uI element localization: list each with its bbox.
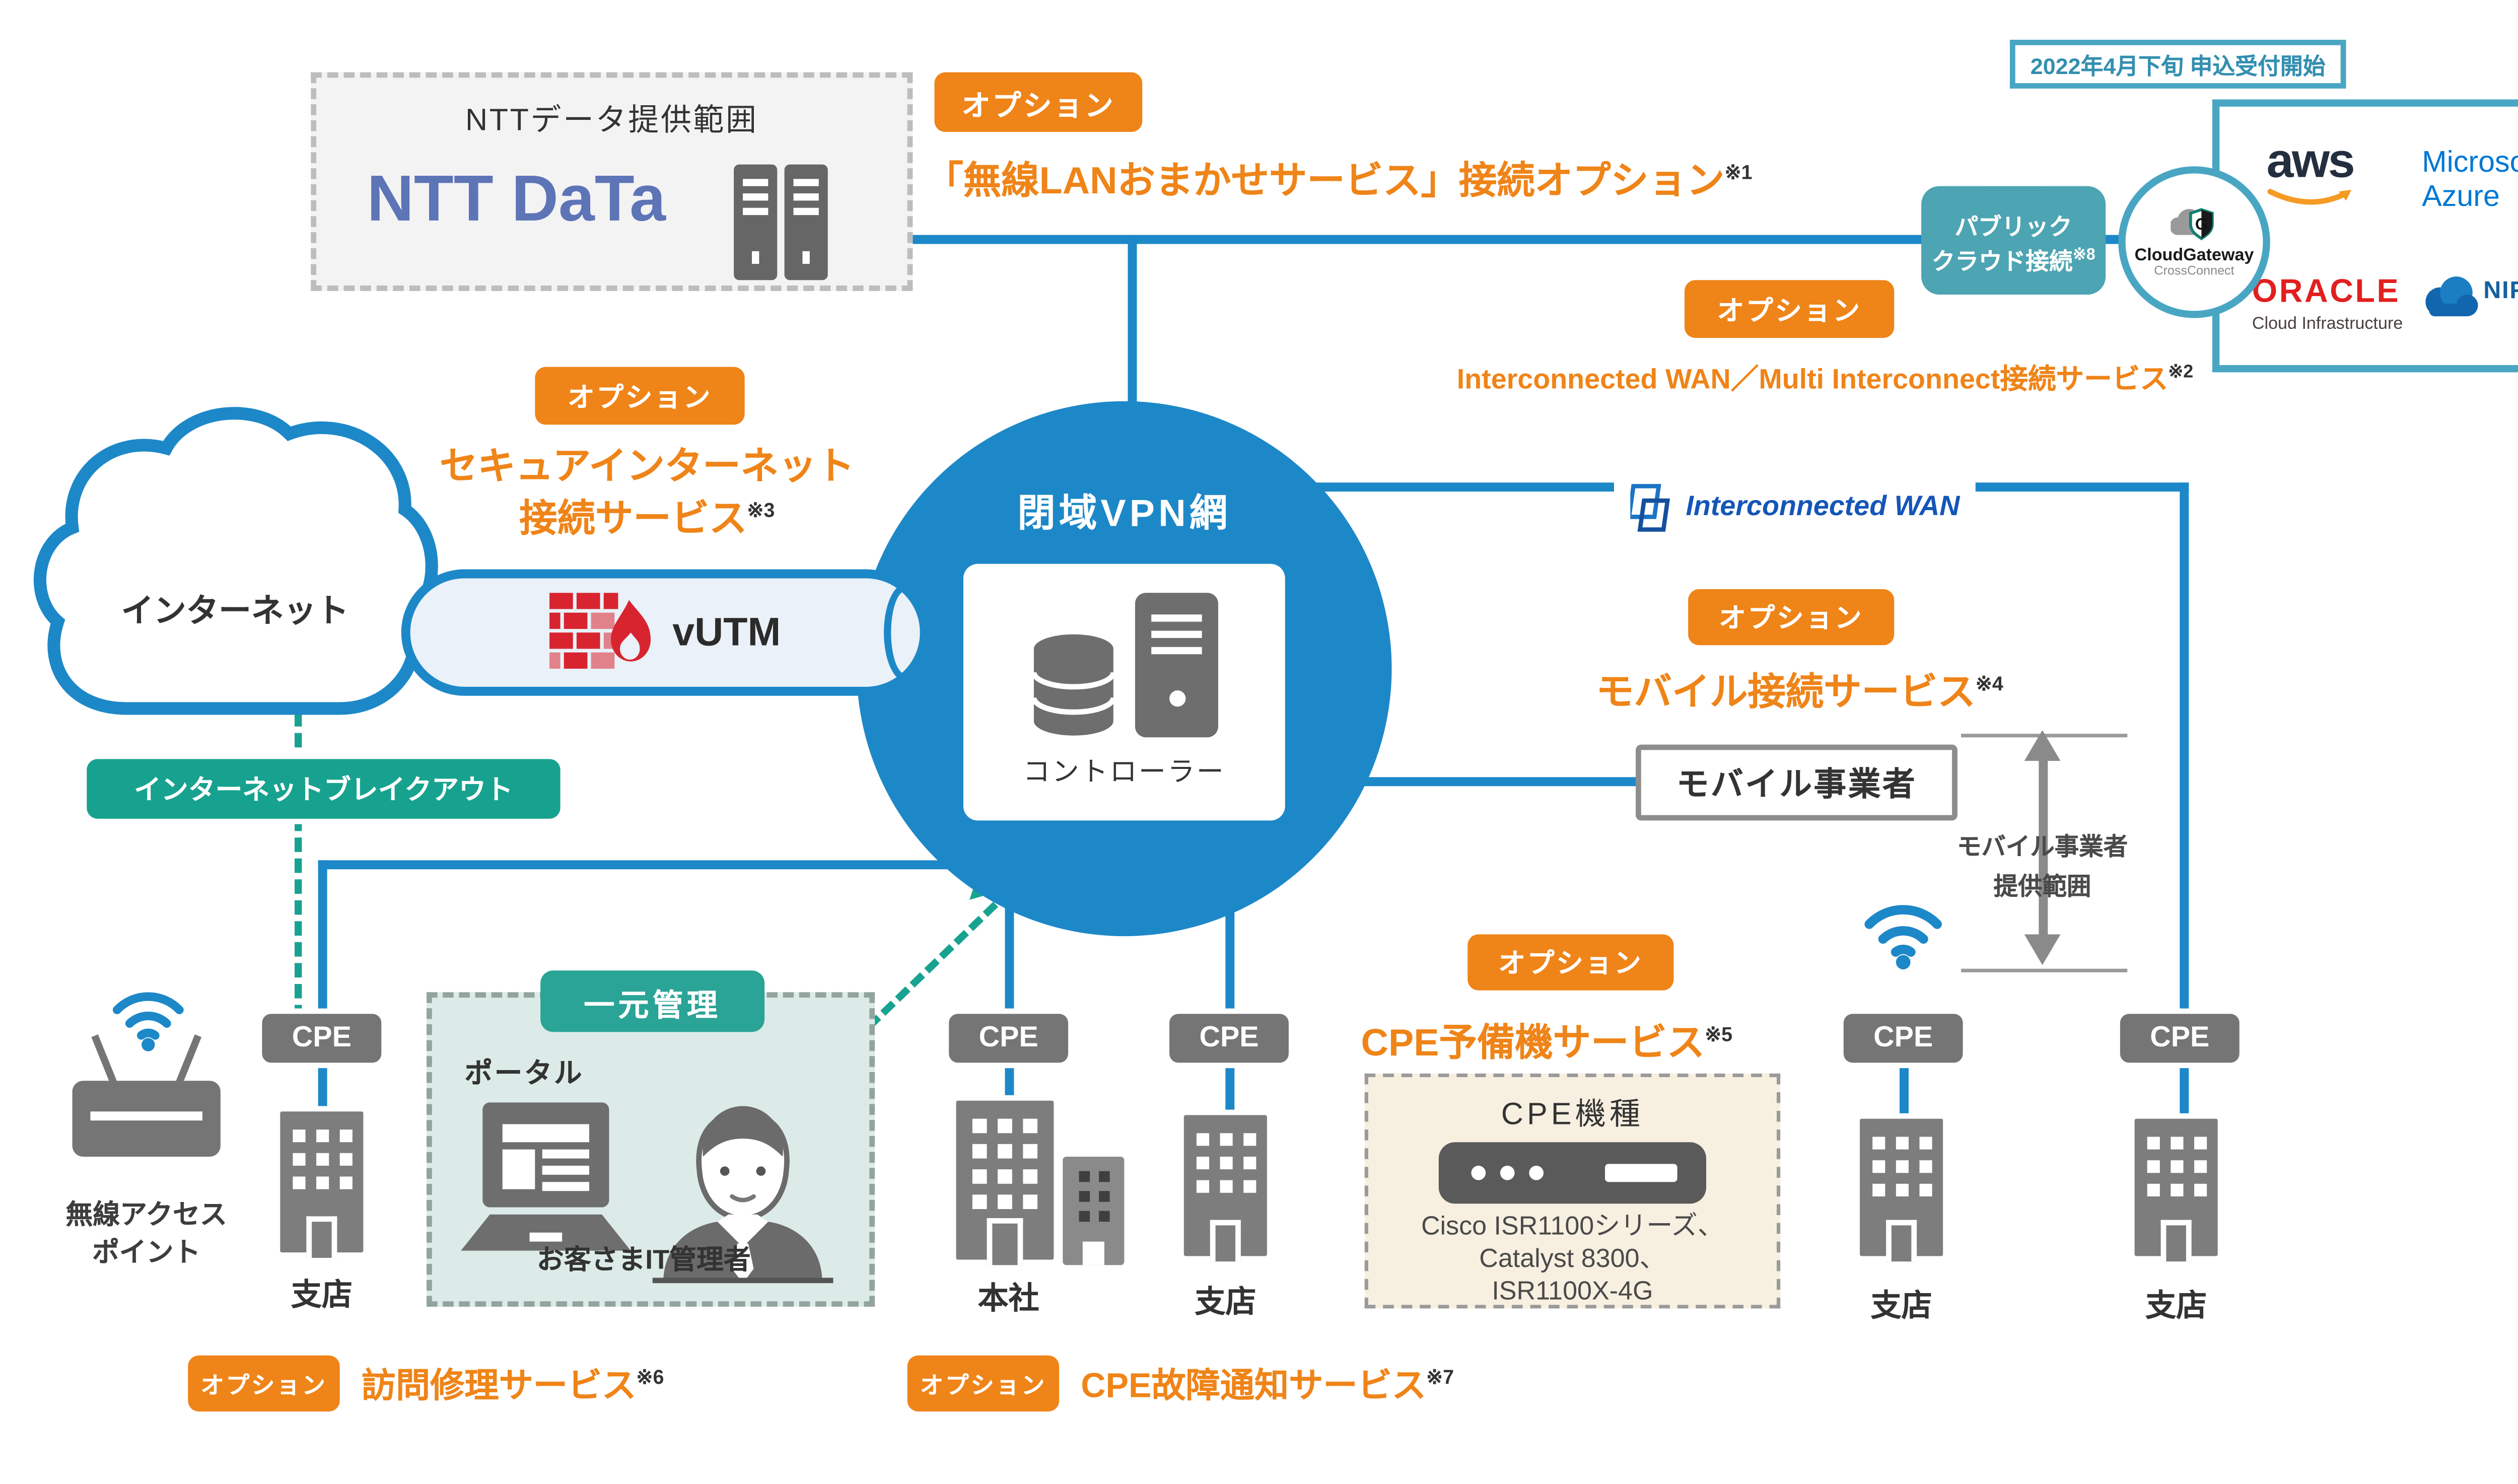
cpe-model-box: CPE機種 Cisco ISR1100シリーズ、 Catalyst 8300、 … xyxy=(1364,1073,1781,1309)
vutm-cylinder-cap xyxy=(884,584,928,682)
aws-logo: aws xyxy=(2267,136,2355,212)
service-title-mobile: モバイル接続サービス※4 xyxy=(1596,672,2003,714)
cpe-model-line3: ISR1100X-4G xyxy=(1492,1278,1653,1307)
stub-branch1 xyxy=(318,1063,327,1117)
cloud-gateway-shield-icon: G xyxy=(2171,208,2214,241)
line-vpn-to-mobile xyxy=(1352,777,1641,787)
line-ntt-to-cloud xyxy=(842,235,2133,244)
portal-label: ポータル xyxy=(464,1059,584,1090)
option-badge-interconnect: オプション xyxy=(1684,280,1895,338)
cpe-model-line1: Cisco ISR1100シリーズ、 xyxy=(1421,1213,1724,1242)
building-icon-branch3 xyxy=(1854,1113,1948,1262)
cloud-gateway-sub: CrossConnect xyxy=(2154,265,2234,278)
line-ntt-to-vpn xyxy=(1128,235,1137,419)
service-title-visit-repair: 訪問修理サービス※6 xyxy=(361,1367,664,1406)
nifcloud-label: NIFCLOUD ニフクラ xyxy=(2483,276,2518,304)
vpn-title: 閉域VPN網 xyxy=(1017,493,1231,535)
oracle-logo: ORACLE Cloud Infrastructure xyxy=(2252,272,2403,334)
site-label-branch1: 支店 xyxy=(291,1278,353,1312)
line-vpn-to-left xyxy=(318,860,954,870)
cpe-box-branch3: CPE xyxy=(1838,1008,1969,1069)
option-badge-cpe-fault: オプション xyxy=(907,1355,1060,1412)
option-badge-cpe-spare: オプション xyxy=(1467,934,1674,991)
stub-branch3 xyxy=(1900,1063,1909,1121)
site-label-branch2: 支店 xyxy=(1195,1285,1256,1319)
wireless-ap-icon xyxy=(72,1030,221,1157)
controller-server-icon xyxy=(1135,593,1218,738)
internet-breakout-badge: インターネットブレイクアウト xyxy=(81,753,566,824)
database-icon xyxy=(1031,634,1116,736)
line-right-vertical xyxy=(2180,482,2189,1018)
service-title-wireless-lan: 「無線LANおまかせサービス」接続オプション※1 xyxy=(925,161,1753,202)
cpe-box-hq: CPE xyxy=(943,1008,1074,1069)
azure-logo: MicrosoftAzure xyxy=(2422,146,2518,214)
cpe-model-line2: Catalyst 8300、 xyxy=(1479,1245,1666,1275)
server-icon xyxy=(784,164,828,280)
controller-box: コントローラー xyxy=(963,563,1285,821)
site-label-branch4: 支店 xyxy=(2145,1288,2207,1323)
service-title-cpe-spare: CPE予備機サービス※5 xyxy=(1361,1023,1733,1065)
service-title-cpe-fault: CPE故障通知サービス※7 xyxy=(1081,1367,1454,1406)
central-management-badge: 一元管理 xyxy=(540,970,765,1032)
service-title-interconnect: Interconnected WAN／Multi Interconnect接続サ… xyxy=(1456,363,2194,396)
vutm-label: vUTM xyxy=(672,609,781,655)
aws-swoosh-icon xyxy=(2267,189,2352,205)
service-title-secure-line1: セキュアインターネット xyxy=(439,446,855,488)
service-title-secure-line2: 接続サービス※3 xyxy=(519,499,775,541)
mobile-carrier-scope-label: モバイル事業者 提供範囲 xyxy=(1956,833,2128,899)
ntt-scope-title: NTTデータ提供範囲 xyxy=(465,103,758,137)
server-icon xyxy=(734,164,778,280)
vutm-pill: vUTM xyxy=(401,569,929,696)
building-icon-hq xyxy=(950,1095,1060,1265)
stub-branch4 xyxy=(2180,1063,2189,1121)
option-badge-secure: オプション xyxy=(535,367,745,425)
svg-text:G: G xyxy=(2195,215,2208,233)
cloud-gateway-node: G CloudGateway CrossConnect xyxy=(2118,166,2270,318)
site-label-branch3: 支店 xyxy=(1870,1288,1932,1323)
ntt-data-scope-box: NTTデータ提供範囲 NTT DaTa xyxy=(311,72,913,291)
cpe-box-branch1: CPE xyxy=(256,1008,387,1069)
wifi-icon xyxy=(1864,905,1942,970)
scope-arrowhead-up-icon xyxy=(2024,730,2061,761)
building-icon-branch4 xyxy=(2129,1113,2223,1262)
mobile-carrier-box: モバイル事業者 xyxy=(1636,744,1957,821)
interconnected-wan-text: Interconnected WAN xyxy=(1686,491,1960,523)
router-icon xyxy=(1438,1142,1707,1204)
building-icon-branch2 xyxy=(1178,1109,1273,1262)
public-cloud-badge: パブリック クラウド接続※8 xyxy=(1921,186,2106,295)
option-badge-wireless-lan: オプション xyxy=(934,72,1143,132)
cpe-box-branch4: CPE xyxy=(2115,1008,2245,1069)
controller-label: コントローラー xyxy=(1023,757,1226,788)
site-label-hq: 本社 xyxy=(977,1281,1039,1316)
it-admin-label: お客さまIT管理者 xyxy=(536,1245,751,1276)
cpe-model-title: CPE機種 xyxy=(1501,1097,1644,1132)
building-icon-hq-annex xyxy=(1063,1156,1125,1265)
ntt-data-logo: NTT DaTa xyxy=(367,161,666,235)
internet-cloud-icon xyxy=(33,407,438,715)
line-vpn-to-branch2 xyxy=(1225,910,1235,1020)
scope-arrowhead-down-icon xyxy=(2024,934,2061,965)
scope-arrow-shaft xyxy=(2039,752,2048,951)
announcement-badge: 2022年4月下旬 申込受付開始 xyxy=(2009,39,2346,89)
line-vpn-to-hq xyxy=(1005,900,1014,1020)
laptop-icon xyxy=(461,1102,631,1251)
cloud-gateway-name: CloudGateway xyxy=(2134,246,2254,266)
wireless-ap-label: 無線アクセス ポイント xyxy=(65,1200,227,1269)
line-left-vertical xyxy=(318,860,327,1020)
closed-vpn-circle: 閉域VPN網 コントローラー xyxy=(857,401,1392,937)
interconnected-wan-logo-box: Interconnected WAN xyxy=(1614,453,1976,562)
option-badge-mobile: オプション xyxy=(1688,589,1895,646)
nifcloud-icon xyxy=(2425,276,2478,317)
building-icon-branch1 xyxy=(274,1106,369,1258)
option-badge-visit-repair: オプション xyxy=(188,1355,340,1412)
cpe-box-branch2: CPE xyxy=(1164,1008,1294,1069)
firewall-icon xyxy=(549,593,651,669)
stub-branch2 xyxy=(1225,1063,1235,1121)
interconnected-wan-icon xyxy=(1630,484,1670,532)
internet-label: インターネット xyxy=(121,593,349,629)
portal-box: ポータル お客さまIT管理者 xyxy=(427,992,875,1307)
wifi-icon xyxy=(112,992,184,1051)
scope-tick-bottom xyxy=(1961,968,2128,972)
it-admin-person-icon xyxy=(652,1106,833,1284)
